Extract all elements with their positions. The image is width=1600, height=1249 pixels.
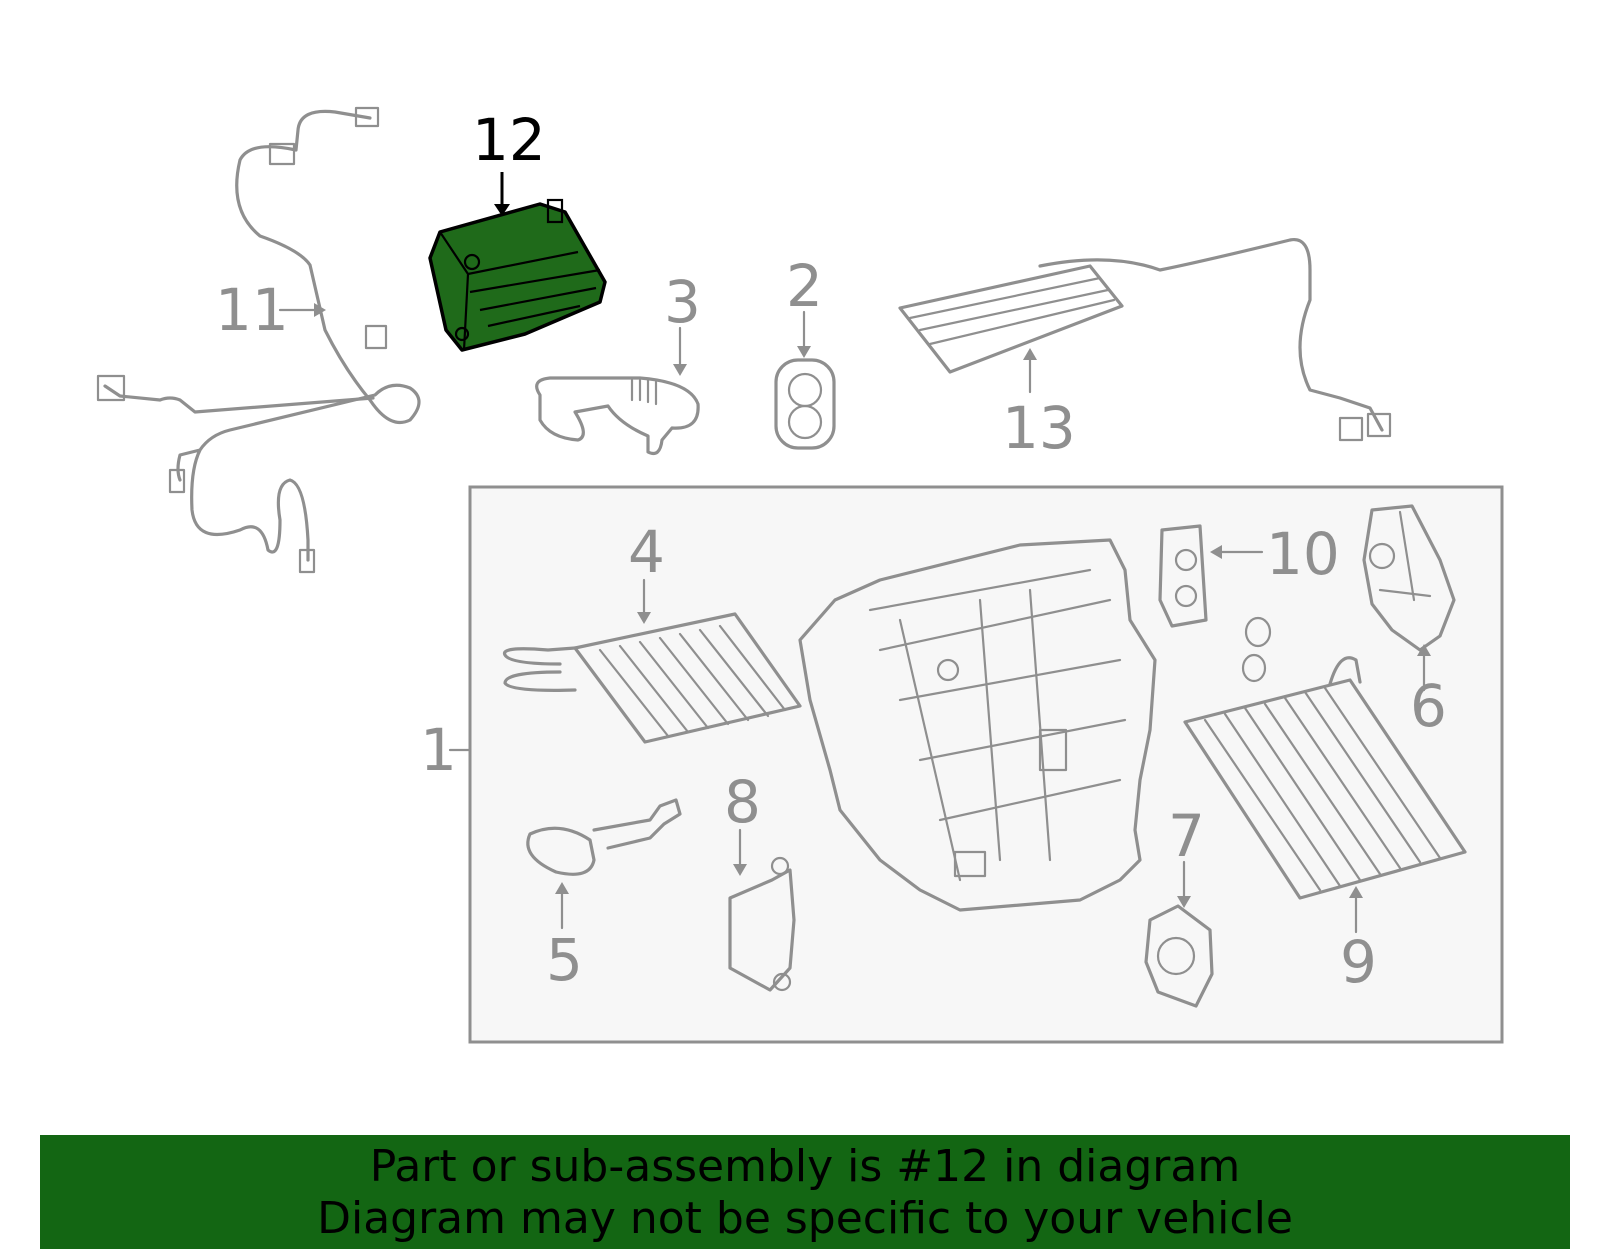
part-6-damper-servo[interactable] (1362, 504, 1456, 652)
arrowhead-11 (314, 303, 326, 317)
arrowhead-4 (637, 612, 651, 624)
part-3-duct-hose[interactable] (535, 376, 700, 456)
arrowhead-10 (1210, 545, 1222, 559)
arrowhead-6 (1417, 644, 1431, 656)
footer-banner: Part or sub-assembly is #12 in diagram D… (40, 1135, 1570, 1249)
part-13-sensor[interactable] (898, 237, 1392, 442)
callout-8[interactable]: 8 (724, 768, 761, 836)
arrowhead-2 (797, 346, 811, 358)
arrowhead-5 (555, 882, 569, 894)
callout-4[interactable]: 4 (628, 518, 665, 586)
part-8-actuator[interactable] (728, 856, 796, 992)
callout-2[interactable]: 2 (786, 252, 823, 320)
callout-7[interactable]: 7 (1168, 802, 1205, 870)
arrowhead-7 (1177, 896, 1191, 908)
arrowhead-13 (1023, 348, 1037, 360)
part-7-servo-motor[interactable] (1144, 904, 1214, 1008)
callout-13[interactable]: 13 (1002, 394, 1076, 462)
part-10-expansion-valve[interactable] (1158, 524, 1208, 628)
hvac-case[interactable] (798, 538, 1157, 912)
o-rings (1241, 616, 1272, 683)
callout-5[interactable]: 5 (546, 926, 583, 994)
part-12-module[interactable] (428, 198, 607, 352)
arrowhead-3 (673, 364, 687, 376)
part-5-sensor[interactable] (526, 798, 682, 876)
part-11-wire-harness[interactable] (96, 106, 421, 574)
part-4-heater-core[interactable] (502, 612, 802, 744)
arrowhead-9 (1349, 886, 1363, 898)
callout-6[interactable]: 6 (1410, 672, 1447, 740)
callout-3[interactable]: 3 (664, 268, 701, 336)
callout-1[interactable]: 1 (420, 716, 457, 784)
callout-9[interactable]: 9 (1340, 928, 1377, 996)
footer-line-2: Diagram may not be specific to your vehi… (317, 1193, 1293, 1244)
part-9-evaporator[interactable] (1183, 656, 1467, 900)
callout-10[interactable]: 10 (1266, 520, 1340, 588)
callout-12[interactable]: 12 (472, 106, 546, 174)
part-2-grommet[interactable] (774, 358, 836, 450)
arrowhead-8 (733, 864, 747, 876)
footer-line-1: Part or sub-assembly is #12 in diagram (369, 1141, 1241, 1192)
callout-11[interactable]: 11 (215, 276, 289, 344)
parts-diagram: 12 11 3 2 13 1 (96, 106, 1504, 1044)
arrowhead-12 (494, 204, 510, 216)
